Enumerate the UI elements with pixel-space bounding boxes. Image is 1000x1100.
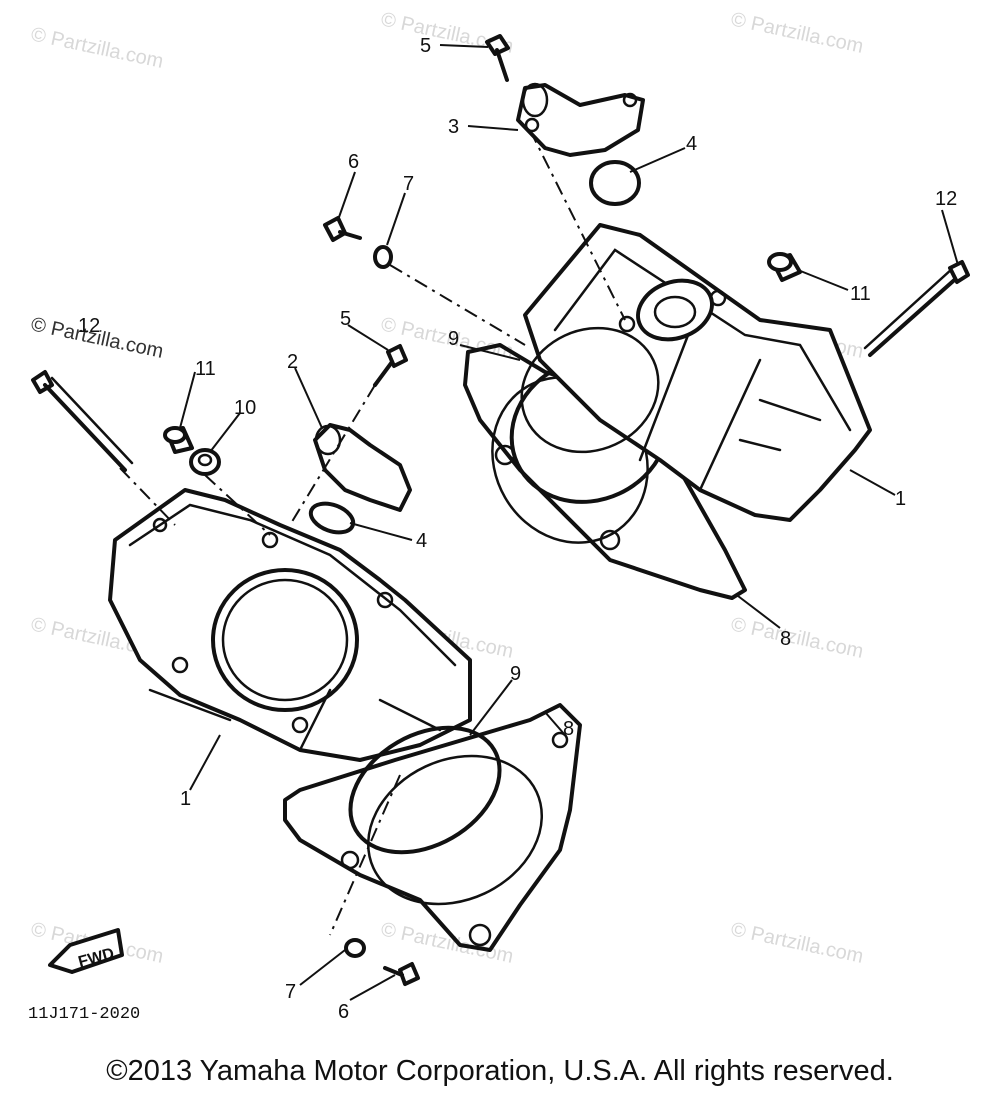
bolt-lower bbox=[373, 344, 408, 387]
o-ring-small-upper bbox=[589, 160, 641, 206]
o-ring-small-lower bbox=[308, 501, 356, 535]
callout-2: 2 bbox=[287, 351, 298, 373]
callout-5: 5 bbox=[340, 308, 351, 330]
callout-12: 12 bbox=[935, 188, 957, 210]
cylinder-parts-diagram: © Partzilla.com © Partzilla.com © Partzi… bbox=[28, 8, 970, 1024]
dowel-pin-lower bbox=[163, 426, 194, 454]
callout-1: 1 bbox=[895, 488, 906, 510]
alignment-lines bbox=[119, 129, 626, 936]
callout-7: 7 bbox=[285, 981, 296, 1003]
callout-7: 7 bbox=[403, 173, 414, 195]
callout-leaders bbox=[179, 44, 959, 1001]
callout-5: 5 bbox=[420, 35, 431, 57]
washer-lower bbox=[344, 938, 366, 958]
callout-8: 8 bbox=[780, 628, 791, 650]
callout-9: 9 bbox=[448, 328, 459, 350]
callout-11: 11 bbox=[850, 283, 871, 305]
stud-bolt-lower bbox=[31, 370, 134, 472]
cylinder-gasket-lower bbox=[283, 703, 582, 952]
water-inlet-housing bbox=[313, 423, 412, 512]
callout-1: 1 bbox=[180, 788, 191, 810]
bolt-6-lower bbox=[383, 962, 420, 986]
collar-10 bbox=[189, 448, 221, 476]
copyright-notice: ©2013 Yamaha Motor Corporation, U.S.A. A… bbox=[106, 1055, 894, 1087]
o-ring-lower bbox=[348, 725, 502, 855]
bolt-upper bbox=[485, 34, 510, 82]
callout-4: 4 bbox=[686, 133, 697, 155]
callout-11: 11 bbox=[195, 358, 216, 380]
watermark: © Partzilla.com bbox=[729, 613, 865, 663]
watermark: © Partzilla.com bbox=[729, 918, 865, 968]
callout-numbers: 5 3 4 6 7 9 12 11 1 8 5 2 12 11 10 4 1 9… bbox=[78, 35, 957, 1023]
callout-9: 9 bbox=[510, 663, 521, 685]
watermark: © Partzilla.com bbox=[729, 8, 865, 58]
callout-6: 6 bbox=[348, 151, 359, 173]
callout-4: 4 bbox=[416, 530, 427, 552]
callout-10: 10 bbox=[234, 397, 256, 419]
callout-8: 8 bbox=[563, 718, 574, 740]
watermark: © Partzilla.com bbox=[29, 23, 165, 73]
callout-6: 6 bbox=[338, 1001, 349, 1023]
cylinder-upper bbox=[520, 223, 872, 522]
diagram-reference-code: 11J171-2020 bbox=[28, 1005, 140, 1024]
callout-3: 3 bbox=[448, 116, 459, 138]
bolt-6-upper bbox=[323, 216, 362, 242]
callout-12: 12 bbox=[78, 315, 100, 337]
water-outlet-housing bbox=[516, 82, 645, 157]
dowel-pin-upper bbox=[767, 252, 802, 282]
cylinder-lower bbox=[108, 488, 472, 762]
washer-upper bbox=[373, 245, 393, 269]
stud-bolt-upper bbox=[863, 260, 970, 357]
